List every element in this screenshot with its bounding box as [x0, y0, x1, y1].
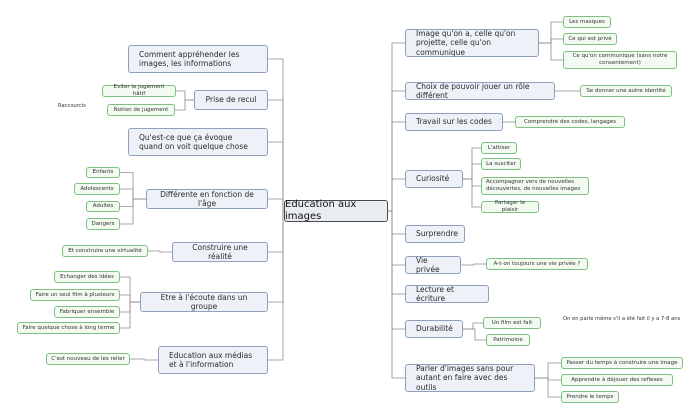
connector-line — [388, 210, 405, 379]
subtopic-eviter-jugement[interactable]: Eviter le jugement hâtif — [102, 84, 176, 97]
topic-prise-de-recul[interactable]: Prise de recul — [194, 90, 268, 110]
connector-line — [388, 210, 405, 235]
topic-ecoute-groupe[interactable]: Etre à l'écoute dans un groupe — [140, 292, 268, 312]
connector-line — [388, 210, 405, 266]
connector-line — [268, 141, 284, 212]
topic-construire-realite[interactable]: Construire une réalité — [172, 242, 268, 262]
topic-durabilite[interactable]: Durabilité — [405, 320, 463, 338]
subtopic-enfants[interactable]: Enfants — [86, 167, 120, 178]
subtopic-accompagner[interactable]: Accompagner vers de nouvelles découverte… — [481, 177, 589, 195]
subtopic-film-fait[interactable]: Un film est fait — [483, 317, 541, 329]
connector-line — [388, 210, 405, 295]
subtopic-dejouer-reflexes[interactable]: Apprendre à déjouer des reflexes — [561, 374, 673, 386]
topic-travail-codes[interactable]: Travail sur les codes — [405, 113, 503, 131]
connector-line — [539, 38, 563, 44]
connector-line — [130, 358, 158, 361]
subtopic-attiser[interactable]: L'attiser — [481, 142, 517, 154]
connector-line — [268, 210, 284, 303]
topic-vie-privee[interactable]: Vie privée — [405, 256, 461, 274]
topic-age[interactable]: Différente en fonction de l'âge — [146, 189, 268, 209]
subtopic-adultes[interactable]: Adultes — [86, 201, 120, 212]
subtopic-susciter[interactable]: La susciter — [481, 158, 521, 170]
topic-evocation[interactable]: Qu'est-ce que ça évoque quand on voit qu… — [128, 128, 268, 156]
central-topic[interactable]: Education aux images — [284, 199, 388, 222]
topic-comment-apprehender[interactable]: Comment appréhender les images, les info… — [128, 45, 268, 73]
subtopic-seul-film[interactable]: Faire un seul film à plusieurs — [30, 289, 120, 301]
topic-education-medias[interactable]: Education aux médias et à l'information — [158, 346, 268, 374]
topic-choix-role[interactable]: Choix de pouvoir jouer un rôle différent — [405, 82, 555, 100]
connector-line — [388, 210, 405, 330]
subtopic-long-terme[interactable]: Faire quelque chose à long terme — [17, 322, 120, 334]
connector-line — [176, 90, 194, 101]
connector-line — [148, 250, 172, 253]
connector-line — [388, 178, 405, 212]
subtopic-comprendre-codes[interactable]: Comprendre des codes, langages — [515, 116, 625, 128]
subtopic-patrimoine[interactable]: Patrimoine — [486, 334, 530, 346]
connector-line — [268, 99, 284, 212]
subtopic-prive[interactable]: Ce qui est privé — [563, 33, 617, 45]
topic-parler-images[interactable]: Parler d'images sans pour autant en fair… — [405, 364, 535, 392]
connector-line — [268, 210, 284, 253]
subtopic-dangers[interactable]: Dangers — [86, 218, 120, 230]
subtopic-fabriquer-ensemble[interactable]: Fabriquer ensemble — [54, 306, 120, 318]
connector-line — [463, 322, 483, 330]
connector-line — [463, 178, 481, 208]
subtopic-masques[interactable]: Les masques — [563, 16, 611, 28]
connector-line — [461, 263, 486, 266]
subtopic-nouveau-relier[interactable]: C'est nouveau de les relier — [46, 353, 130, 365]
topic-surprendre[interactable]: Surprendre — [405, 225, 465, 243]
subtopic-communique[interactable]: Ce qu'on communique (sans notre consente… — [563, 51, 677, 69]
connector-line — [268, 58, 284, 212]
subtopic-echanger-idees[interactable]: Echanger des idées — [54, 271, 120, 283]
connector-line — [120, 198, 146, 225]
connector-line — [539, 42, 563, 61]
connector-line — [120, 188, 146, 200]
topic-image-projetee[interactable]: Image qu'on a, celle qu'on projette, cel… — [405, 29, 539, 57]
connector-line — [388, 121, 405, 212]
subtopic-passer-temps[interactable]: Passer du temps à construire une image — [561, 357, 683, 369]
connector-line — [535, 362, 561, 379]
connector-line — [120, 294, 140, 303]
floating-label-raccourcis: Raccourcis — [58, 103, 86, 109]
connector-line — [388, 42, 405, 212]
connector-line — [463, 328, 486, 341]
connector-line — [268, 210, 284, 361]
subtopic-prendre-temps[interactable]: Prendre le temps — [561, 391, 619, 403]
floating-label-film-note: On en parle même s'il a été fait il y a … — [563, 316, 681, 322]
connector-line — [388, 90, 405, 212]
subtopic-virtualite[interactable]: Et construire une virtualité — [62, 245, 148, 257]
connector-line — [175, 99, 194, 111]
topic-lecture-ecriture[interactable]: Lecture et écriture — [405, 285, 489, 303]
connector-line — [268, 198, 284, 212]
topic-curiosite[interactable]: Curiosité — [405, 170, 463, 188]
subtopic-vie-privee-question[interactable]: A-t-on toujours une vie privée ? — [486, 258, 588, 270]
subtopic-autre-identite[interactable]: Se donner une autre identité — [580, 85, 672, 97]
connector-line — [120, 301, 140, 329]
subtopic-notion-jugement[interactable]: Notion de jugement — [107, 104, 175, 116]
subtopic-adolescents[interactable]: Adolescents — [74, 183, 120, 195]
connector-line — [535, 377, 561, 398]
subtopic-partager-plaisir[interactable]: Partager le plaisir — [481, 200, 539, 213]
connector-line — [463, 163, 481, 180]
